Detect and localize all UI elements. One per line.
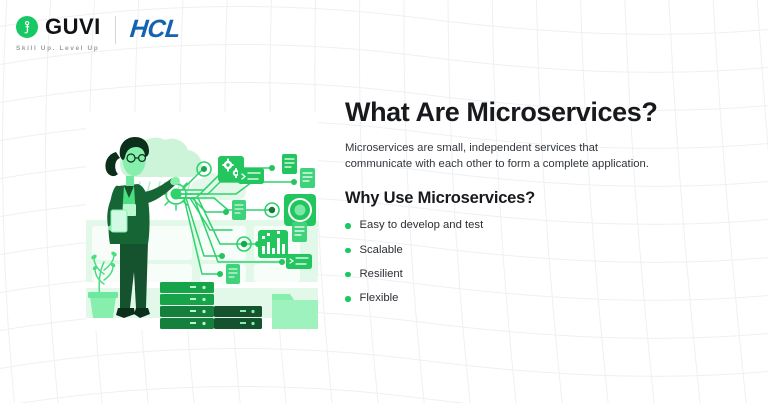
bullet-dot-icon	[345, 296, 351, 302]
list-item-label: Scalable	[359, 243, 403, 256]
guvi-logo[interactable]: GUVI Skill Up. Level Up	[16, 16, 101, 52]
list-item-label: Flexible	[359, 292, 399, 305]
list-item-label: Resilient	[359, 268, 403, 281]
brand-bar: GUVI Skill Up. Level Up HCL	[16, 15, 182, 52]
list-item: Resilient	[345, 268, 735, 281]
microservices-illustration	[86, 112, 318, 330]
hcl-wordmark: HCL	[128, 15, 182, 43]
benefits-list: Easy to develop and test Scalable Resili…	[345, 220, 735, 304]
list-item: Flexible	[345, 293, 735, 304]
bullet-dot-icon	[345, 247, 351, 254]
list-item-label: Easy to develop and test	[359, 219, 484, 232]
guvi-logo-icon	[16, 16, 38, 38]
guvi-tagline: Skill Up. Level Up	[16, 45, 100, 52]
guvi-wordmark: GUVI	[45, 14, 101, 39]
bullet-dot-icon	[345, 223, 351, 229]
document-service-node-5	[217, 271, 223, 277]
brand-divider	[114, 16, 116, 44]
section-subtitle: Why Use Microservices?	[345, 189, 536, 208]
guvi-logo-row: GUVI	[16, 16, 101, 38]
list-item: Scalable	[345, 243, 735, 256]
page-title: What Are Microservices?	[345, 97, 658, 127]
list-item: Easy to develop and test	[345, 220, 735, 231]
bullet-dot-icon	[345, 271, 351, 278]
content-column: What Are Microservices? Microservices ar…	[345, 97, 735, 318]
terminal-service-node	[238, 168, 264, 184]
intro-paragraph: Microservices are small, independent ser…	[345, 141, 649, 171]
